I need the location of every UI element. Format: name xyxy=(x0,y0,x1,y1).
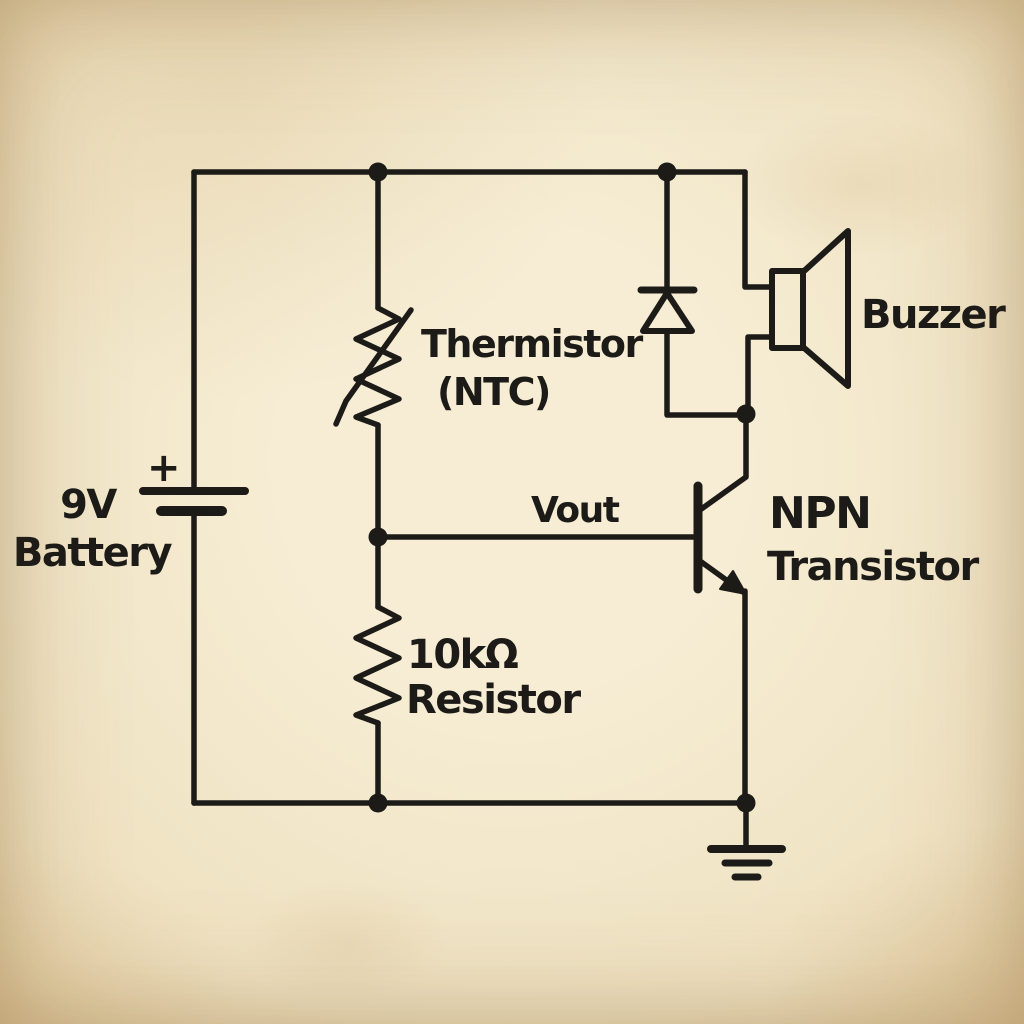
thermistor-type-label: (NTC) xyxy=(437,370,550,414)
wire-diode-bottom-lead xyxy=(664,328,749,418)
thermistor-name-label: Thermistor xyxy=(421,322,643,366)
junction-dot-top-thermistor xyxy=(368,162,388,182)
diode-triangle xyxy=(640,290,695,334)
battery-symbol: + 9V Battery xyxy=(13,445,249,576)
buzzer-label: Buzzer xyxy=(861,292,1006,338)
resistor-name-label: Resistor xyxy=(406,677,581,723)
transistor-symbol: NPN Transistor xyxy=(693,481,981,595)
ground-symbol xyxy=(707,800,786,881)
diode-symbol xyxy=(637,286,698,334)
buzzer-horn xyxy=(800,228,851,389)
junction-dot-bottom-resistor xyxy=(368,793,388,813)
wire-buzzer-top-terminal xyxy=(742,169,775,290)
junction-dot-collector xyxy=(736,404,756,424)
resistor-symbol: 10kΩ Resistor xyxy=(353,604,583,726)
buzzer-symbol: Buzzer xyxy=(769,228,1008,389)
thermistor-strike-line xyxy=(333,307,414,427)
vout-label: Vout xyxy=(531,490,620,531)
battery-voltage-label: 9V xyxy=(60,482,117,528)
thermistor-zigzag xyxy=(353,305,402,428)
buzzer-driver-box xyxy=(769,268,806,351)
wire-collector xyxy=(697,411,749,513)
transistor-type-label: NPN xyxy=(769,488,870,539)
wire-buzzer-bottom-terminal xyxy=(745,334,775,417)
wires xyxy=(191,169,775,806)
battery-name-label: Battery xyxy=(13,530,173,576)
resistor-zigzag xyxy=(353,604,402,726)
transistor-emitter-arrow xyxy=(719,570,747,595)
junction-dot-top-diode xyxy=(657,162,677,182)
transistor-name-label: Transistor xyxy=(767,544,980,590)
junction-dot-bottom-ground xyxy=(736,793,756,813)
battery-polarity-sign: + xyxy=(147,445,179,491)
junction-dots xyxy=(368,162,756,813)
junction-dot-vout xyxy=(368,527,388,547)
thermistor-symbol: Thermistor (NTC) xyxy=(333,305,645,428)
resistor-value-label: 10kΩ xyxy=(407,632,518,678)
